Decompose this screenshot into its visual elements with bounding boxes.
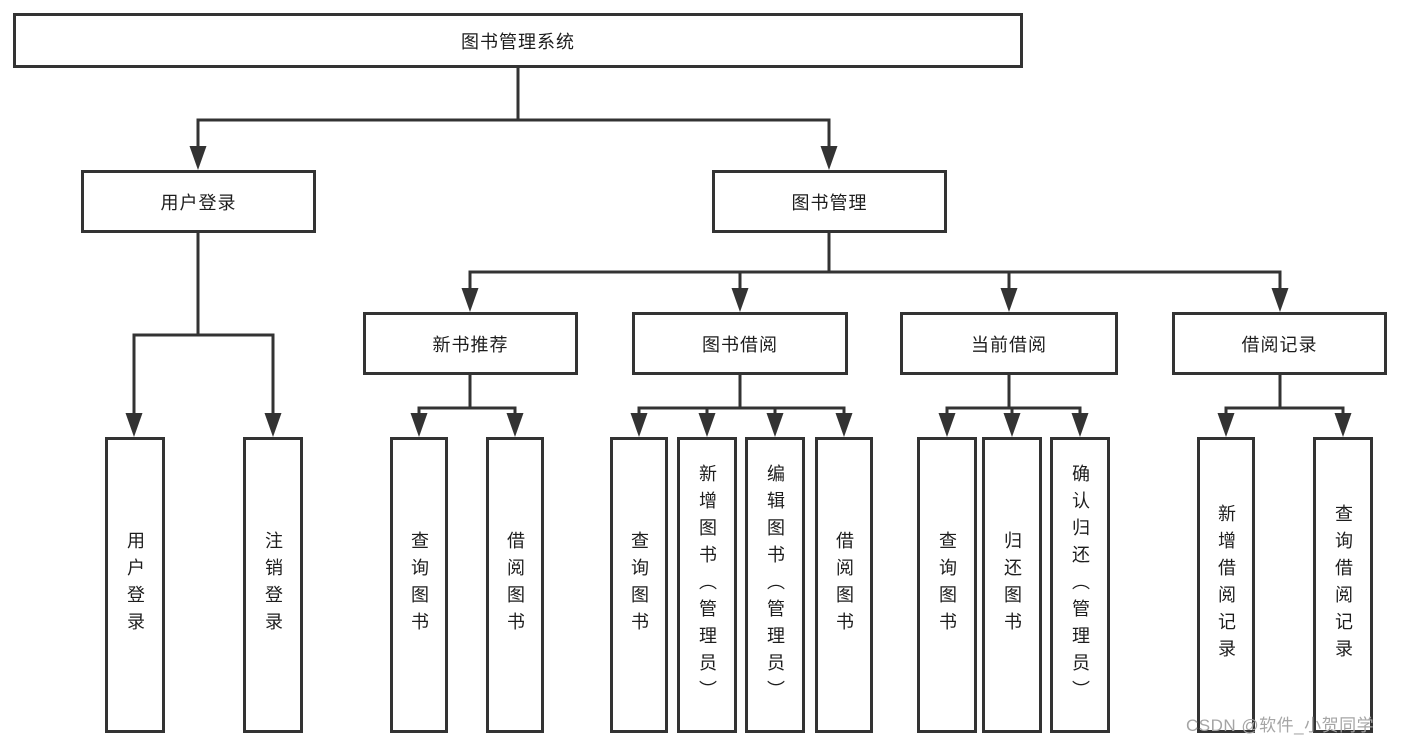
csdn-watermark: CSDN @软件_小贺同学 [1186,716,1375,735]
node-label: 图书管理系统 [461,31,575,52]
leaf-query-books-borrowing: 查询图书 [610,437,668,733]
node-label: 注销登录 [263,531,283,639]
node-label: 查询图书 [937,531,957,639]
node-book-borrowing: 图书借阅 [632,312,848,375]
node-user-login: 用户登录 [81,170,316,233]
leaf-logout: 注销登录 [243,437,303,733]
node-label: 新增图书（管理员） [697,463,717,707]
leaf-query-borrow-record: 查询借阅记录 [1313,437,1373,733]
node-label: 归还图书 [1002,531,1022,639]
node-label: 当前借阅 [971,334,1047,355]
node-book-management-system: 图书管理系统 [13,13,1023,68]
node-borrowing-records: 借阅记录 [1172,312,1387,375]
node-label: 新增借阅记录 [1216,504,1236,666]
leaf-query-books-current: 查询图书 [917,437,977,733]
node-label: 查询图书 [629,531,649,639]
node-label: 查询图书 [409,531,429,639]
node-current-borrowing: 当前借阅 [900,312,1118,375]
leaf-add-book-admin: 新增图书（管理员） [677,437,737,733]
node-book-management: 图书管理 [712,170,947,233]
leaf-borrow-books-borrowing: 借阅图书 [815,437,873,733]
leaf-add-borrow-record: 新增借阅记录 [1197,437,1255,733]
leaf-borrow-books-recommend: 借阅图书 [486,437,544,733]
node-label: 查询借阅记录 [1333,504,1353,666]
leaf-user-login: 用户登录 [105,437,165,733]
leaf-return-book: 归还图书 [982,437,1042,733]
leaf-query-books-recommend: 查询图书 [390,437,448,733]
node-label: 借阅记录 [1241,334,1318,355]
node-label: 图书借阅 [702,334,778,355]
node-label: 图书管理 [791,192,868,213]
node-label: 借阅图书 [505,531,525,639]
node-label: 用户登录 [125,531,145,639]
node-label: 用户登录 [160,192,237,213]
node-label: 新书推荐 [432,334,509,355]
node-label: 编辑图书（管理员） [765,463,785,707]
node-new-book-recommendation: 新书推荐 [363,312,578,375]
leaf-edit-book-admin: 编辑图书（管理员） [745,437,805,733]
node-label: 确认归还（管理员） [1070,463,1090,707]
node-label: 借阅图书 [834,531,854,639]
leaf-confirm-return-admin: 确认归还（管理员） [1050,437,1110,733]
